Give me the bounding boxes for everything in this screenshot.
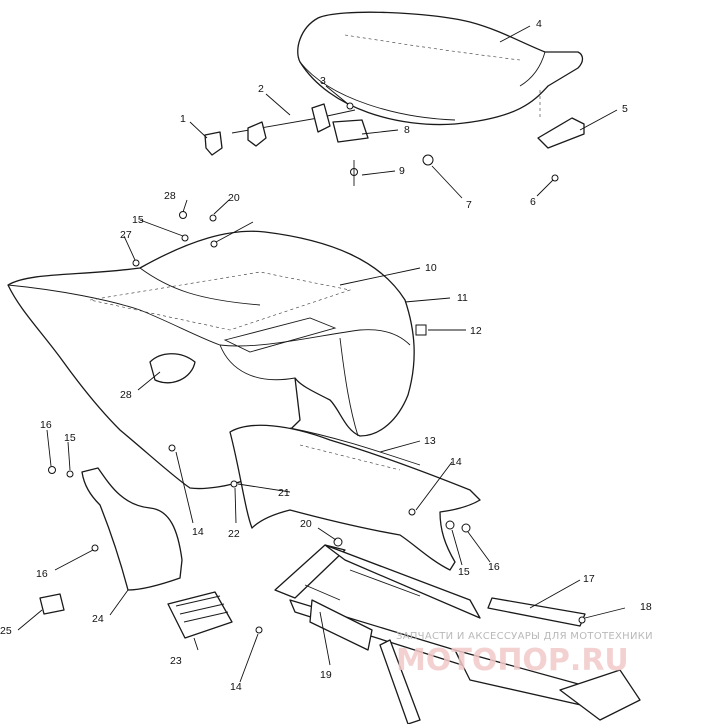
leader-lines: [17, 25, 626, 683]
footrest-plate: [39, 591, 233, 639]
callout-2: 2: [258, 83, 264, 95]
callout-14-right: 14: [450, 456, 462, 468]
callout-15-top: 15: [132, 214, 144, 226]
callout-14-center: 14: [192, 526, 204, 538]
callout-6: 6: [530, 196, 536, 208]
callout-15-right: 15: [458, 566, 470, 578]
callout-15-left: 15: [64, 432, 76, 444]
callout-8: 8: [404, 124, 410, 136]
seat-bracket: [422, 90, 585, 182]
callout-20-top: 20: [228, 192, 240, 204]
callout-28-left: 28: [120, 389, 132, 401]
watermark-brand: МОТОПОР.RU: [396, 643, 629, 678]
callout-17: 17: [583, 573, 595, 585]
callout-5: 5: [622, 103, 628, 115]
callout-18: 18: [640, 601, 652, 613]
callout-10: 10: [425, 262, 437, 274]
callout-21: 21: [278, 487, 290, 499]
callout-labels: 1 2 3 4 5 6 7 8 9 10 11 12 13 14 14 14 1…: [0, 18, 652, 693]
callout-1: 1: [180, 113, 186, 125]
callout-4: 4: [536, 18, 542, 30]
watermark: ЗАПЧАСТИ И АКСЕССУАРЫ ДЛЯ МОТОТЕХНИКИ МО…: [396, 631, 653, 678]
callout-16-left-top: 16: [40, 419, 52, 431]
watermark-tagline: ЗАПЧАСТИ И АКСЕССУАРЫ ДЛЯ МОТОТЕХНИКИ: [396, 631, 653, 642]
callout-3: 3: [320, 75, 326, 87]
callout-12: 12: [470, 325, 482, 337]
seat-latch-assembly: [204, 102, 369, 186]
callout-24: 24: [92, 613, 104, 625]
mud-flap: [81, 467, 183, 591]
callout-23: 23: [170, 655, 182, 667]
callout-9: 9: [399, 165, 405, 177]
fasteners: [48, 211, 471, 634]
callout-19: 19: [320, 669, 332, 681]
callout-14-bottom: 14: [230, 681, 242, 693]
callout-16-left-bottom: 16: [36, 568, 48, 580]
frame: [274, 544, 641, 724]
callout-25: 25: [0, 625, 12, 637]
callout-28-top: 28: [164, 190, 176, 202]
callout-7: 7: [466, 199, 472, 211]
callout-22: 22: [228, 528, 240, 540]
rear-fender: [7, 230, 415, 490]
callout-20-bottom: 20: [300, 518, 312, 530]
callout-13: 13: [424, 435, 436, 447]
callout-27: 27: [120, 229, 132, 241]
callout-11: 11: [457, 292, 468, 304]
side-panel: [229, 424, 481, 571]
callout-16-right: 16: [488, 561, 500, 573]
seat: [297, 11, 584, 126]
